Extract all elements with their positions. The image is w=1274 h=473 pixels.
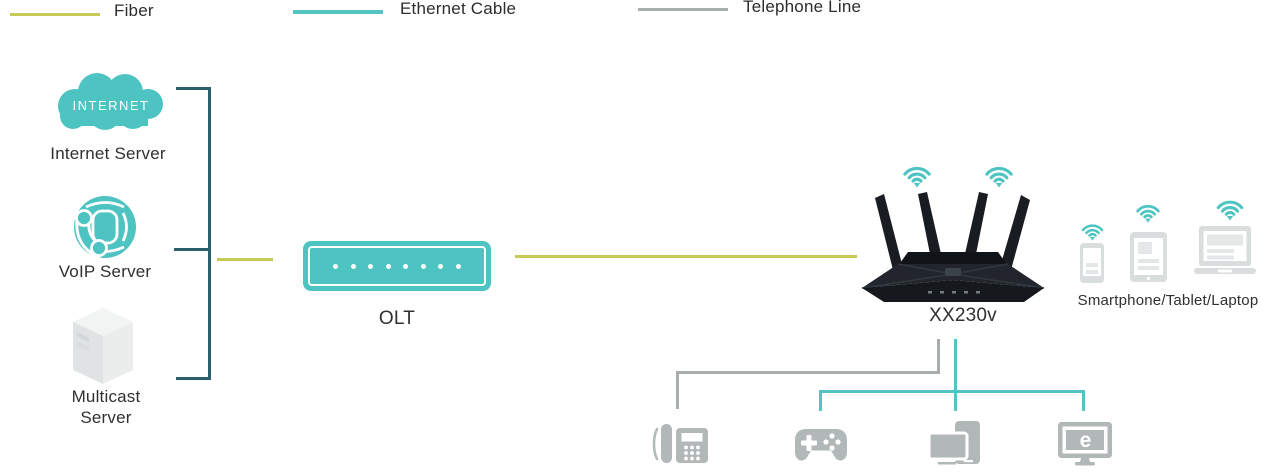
legend-ethernet-line [293,10,383,14]
olt-port-strip [308,246,486,286]
browser-e-letter: e [1080,429,1092,452]
laptop-icon [1194,226,1256,274]
olt-device-icon [303,241,491,291]
legend-telephone-label: Telephone Line [743,0,862,16]
laptop-wifi-icon [1216,200,1244,223]
ethernet-line-pc-drop [1082,390,1085,411]
fiber-link-servers-to-olt [217,258,273,261]
telephone-line-phone-drop [676,371,679,409]
smartphone-icon [1080,243,1104,283]
legend-fiber-line [10,13,100,16]
legend-telephone-line [638,8,728,11]
smartphone-wifi-icon [1081,224,1104,242]
internet-server-label: Internet Server [50,144,166,163]
server-bracket-middle-stub [174,248,208,251]
clients-label: Smartphone/Tablet/Laptop [1077,292,1259,309]
game-controller-icon [795,429,847,461]
tablet-icon [1130,232,1167,282]
router-icon [861,192,1045,302]
multicast-server-label: Multicast Server [71,387,141,428]
telephone-line-router-drop [937,339,940,374]
server-bracket-bottom-stub [176,377,211,380]
iptv-icon [927,421,980,465]
fiber-link-olt-to-router [515,255,857,258]
server-bracket-vertical-line [208,87,211,380]
legend-fiber-label: Fiber [114,1,154,20]
browser-e-icon: e [1058,422,1112,466]
internet-cloud-icon: INTERNET [58,73,163,130]
voip-globe-icon [74,196,136,258]
desk-phone-icon [652,424,708,463]
internet-cloud-text: INTERNET [73,98,150,113]
ethernet-line-horizontal [819,390,1085,393]
tablet-wifi-icon [1136,204,1160,224]
server-bracket-top-stub [176,87,211,90]
voip-server-label: VoIP Server [58,262,152,281]
olt-label: OLT [378,308,416,329]
router-label: XX230v [929,305,997,326]
multicast-server-icon [73,308,133,384]
legend-ethernet-label: Ethernet Cable [400,0,517,18]
ethernet-line-console-drop [819,390,822,411]
ethernet-line-router-drop [954,339,957,411]
telephone-line-horizontal [676,371,940,374]
